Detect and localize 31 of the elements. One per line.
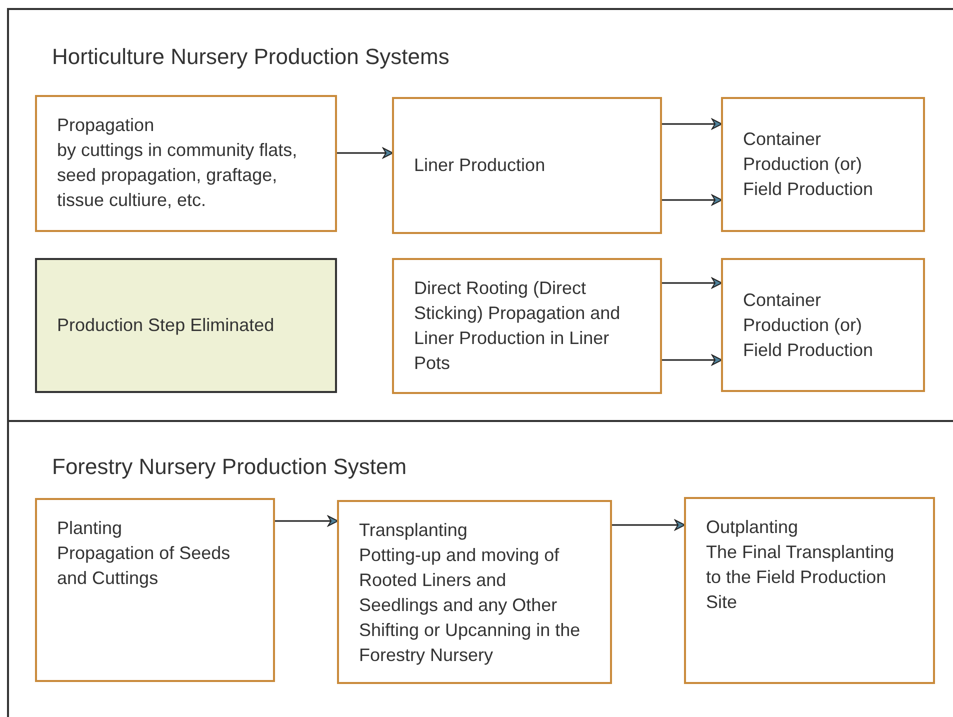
process-box <box>721 258 925 392</box>
process-box <box>392 97 662 234</box>
process-box <box>337 500 612 684</box>
process-box <box>721 97 925 232</box>
box-text: Container Production (or) Field Production <box>743 128 874 201</box>
arrow <box>662 118 722 130</box>
arrow <box>337 148 394 158</box>
process-box <box>35 95 337 232</box>
section-title: Forestry Nursery Production System <box>52 453 407 481</box>
arrow <box>662 278 722 288</box>
process-box <box>684 497 935 684</box>
box-heading: Planting <box>57 517 124 540</box>
process-box <box>392 258 662 394</box>
section-title: Horticulture Nursery Production Systems <box>52 43 450 71</box>
box-text: Direct Rooting (Direct Sticking) Propagation and Liner Production in Liner Pots <box>414 277 622 375</box>
arrow <box>662 354 722 366</box>
box-text: Liner Production <box>414 154 546 177</box>
arrow <box>612 520 686 530</box>
box-heading: Outplanting <box>706 516 800 539</box>
process-box <box>35 498 275 682</box>
arrow <box>662 194 722 206</box>
box-heading: Propagation <box>57 114 156 137</box>
box-text: Production Step Eliminated <box>57 314 276 337</box>
box-text: Container Production (or) Field Production <box>743 288 874 362</box>
eliminated-step-box <box>35 258 337 393</box>
box-text: by cuttings in community flats, seed propagation, graftage, tissue cultiure, etc. <box>57 139 298 212</box>
box-text: Potting-up and moving of Rooted Liners and Seedlings and any Other Shifting or Upcanning in the Forestry Nursery <box>359 544 582 667</box>
box-text: Propagation of Seeds and Cuttings <box>57 542 232 590</box>
box-text: The Final Transplanting to the Field Production Site <box>706 541 896 614</box>
arrow <box>275 516 338 526</box>
box-heading: Transplanting <box>359 519 468 542</box>
